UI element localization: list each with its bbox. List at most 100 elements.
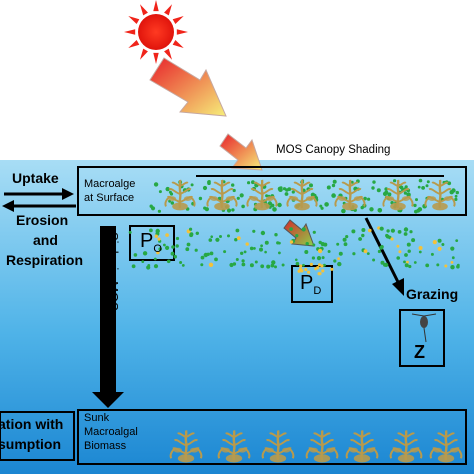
particle bbox=[287, 187, 292, 192]
particle bbox=[323, 242, 328, 247]
particle bbox=[153, 182, 159, 187]
particle bbox=[299, 264, 303, 268]
particle bbox=[153, 264, 159, 269]
particle bbox=[451, 256, 455, 260]
particle bbox=[185, 247, 190, 252]
particle bbox=[189, 233, 194, 238]
particle bbox=[284, 192, 289, 196]
particle bbox=[209, 251, 214, 256]
particle bbox=[169, 192, 174, 196]
particle bbox=[297, 269, 301, 273]
particle bbox=[259, 247, 263, 252]
particle bbox=[383, 263, 387, 267]
sequestration-label-line1: ation with bbox=[0, 416, 64, 432]
particle bbox=[385, 233, 389, 238]
particle bbox=[295, 234, 299, 238]
particle bbox=[231, 208, 235, 212]
particle bbox=[204, 207, 209, 212]
particle bbox=[377, 249, 381, 254]
particle bbox=[333, 259, 337, 263]
sunlight-arrow bbox=[149, 57, 227, 117]
particle bbox=[236, 236, 241, 241]
particle bbox=[289, 227, 293, 231]
particle bbox=[384, 190, 389, 195]
sunk-biomass-label-line1: Sunk bbox=[84, 412, 110, 424]
particle bbox=[295, 261, 300, 266]
particle bbox=[300, 269, 304, 273]
phyto-d-main: P bbox=[300, 272, 314, 294]
particle bbox=[413, 203, 417, 208]
particle bbox=[241, 259, 245, 263]
respiration-label: Respiration bbox=[6, 252, 84, 268]
particle bbox=[387, 192, 392, 197]
particle bbox=[311, 256, 315, 260]
particle bbox=[260, 230, 266, 236]
seaweed-field bbox=[164, 179, 463, 463]
erosion-label: Erosion bbox=[16, 212, 69, 228]
particle bbox=[231, 183, 235, 187]
particle bbox=[393, 179, 397, 183]
particle bbox=[301, 227, 306, 232]
particle bbox=[406, 192, 411, 197]
particle bbox=[318, 272, 322, 276]
particle bbox=[208, 238, 213, 242]
particle bbox=[282, 187, 287, 191]
sunk-biomass-label-line3: Biomass bbox=[84, 440, 127, 452]
particle bbox=[369, 207, 374, 212]
particle bbox=[403, 191, 407, 195]
particle bbox=[320, 264, 324, 268]
particle bbox=[309, 262, 313, 266]
particle bbox=[302, 263, 305, 267]
particle bbox=[277, 202, 282, 208]
particle bbox=[343, 242, 348, 247]
sunk-biomass-box bbox=[77, 409, 467, 465]
particle bbox=[149, 204, 153, 208]
particle bbox=[226, 208, 232, 213]
particle bbox=[411, 238, 416, 243]
seaweed-icon bbox=[389, 430, 423, 463]
seaweed-icon bbox=[286, 179, 318, 211]
sequestration-label-box bbox=[0, 411, 75, 461]
and-label: and bbox=[33, 232, 58, 248]
seaweed-icon bbox=[261, 430, 295, 463]
particle bbox=[451, 188, 456, 193]
particle bbox=[415, 198, 418, 202]
particle bbox=[232, 188, 236, 193]
particle bbox=[304, 250, 309, 254]
particle bbox=[368, 228, 372, 233]
particle bbox=[352, 252, 356, 256]
particle bbox=[260, 244, 263, 248]
particle bbox=[372, 258, 376, 262]
canopy-shading-arrow bbox=[219, 133, 263, 171]
particle bbox=[271, 260, 276, 265]
particle bbox=[133, 253, 138, 257]
particle bbox=[189, 227, 193, 231]
particle bbox=[149, 228, 153, 233]
particle bbox=[351, 229, 356, 234]
particle bbox=[249, 246, 254, 251]
particle bbox=[455, 239, 459, 243]
particle bbox=[194, 248, 198, 252]
particle bbox=[289, 240, 294, 244]
particle bbox=[404, 253, 408, 257]
particle bbox=[210, 235, 213, 238]
particle bbox=[406, 260, 409, 264]
seaweed-icon bbox=[246, 179, 278, 211]
particle bbox=[234, 238, 238, 242]
particle bbox=[456, 264, 460, 269]
particle bbox=[202, 185, 208, 191]
particle bbox=[265, 194, 269, 198]
particle bbox=[407, 249, 411, 253]
particle bbox=[425, 184, 429, 188]
sink-arrow bbox=[92, 226, 124, 408]
particle bbox=[390, 228, 395, 233]
particle bbox=[179, 261, 183, 264]
particle bbox=[241, 262, 246, 267]
particle bbox=[163, 243, 166, 247]
particle bbox=[397, 230, 402, 234]
particle bbox=[417, 185, 421, 189]
particle bbox=[249, 263, 254, 268]
particle bbox=[327, 250, 331, 253]
sink-via-mos-label: Sink via MOS bbox=[106, 232, 121, 311]
